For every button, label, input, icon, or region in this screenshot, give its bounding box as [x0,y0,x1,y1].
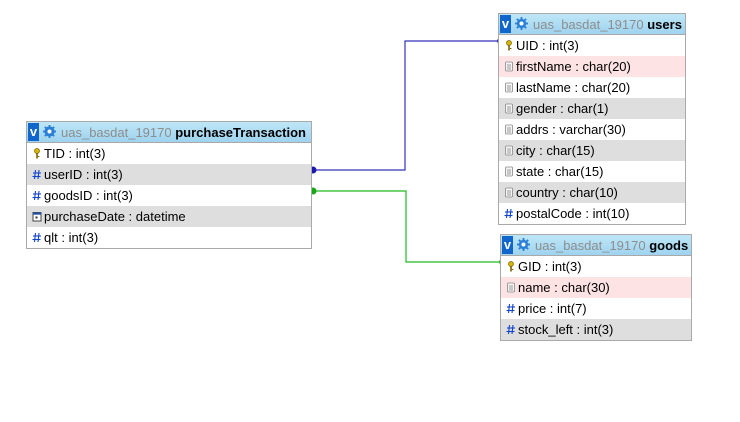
column-row: qlt : int(3) [27,227,311,248]
column-row: userID : int(3) [27,164,311,185]
table-goods[interactable]: v uas_basdat_19170 goods GID : int(3) na… [500,234,692,341]
gear-icon[interactable] [517,238,530,251]
column-label: GID : int(3) [518,259,582,274]
column-row: price : int(7) [501,298,691,319]
column-row: addrs : varchar(30) [499,119,685,140]
column-row: TID : int(3) [27,143,311,164]
collapse-toggle[interactable]: v [500,15,511,33]
column-row: name : char(30) [501,277,691,298]
gear-icon[interactable] [515,17,528,30]
column-row: UID : int(3) [499,35,685,56]
column-label: goodsID : int(3) [44,188,133,203]
column-label: purchaseDate : datetime [44,209,186,224]
text-icon [507,282,515,293]
table-users[interactable]: v uas_basdat_19170 users UID : int(3) fi… [498,13,686,225]
column-row: goodsID : int(3) [27,185,311,206]
hash-icon [32,232,41,243]
column-label: city : char(15) [516,143,595,158]
column-label: TID : int(3) [44,146,106,161]
table-header[interactable]: v uas_basdat_19170 goods [501,235,691,256]
column-label: UID : int(3) [516,38,579,53]
column-row: firstName : char(20) [499,56,685,77]
database-name: uas_basdat_19170 [535,238,646,253]
hash-icon [504,208,513,219]
text-icon [505,187,513,198]
column-row: stock_left : int(3) [501,319,691,340]
text-icon [505,166,513,177]
column-row: country : char(10) [499,182,685,203]
column-row: state : char(15) [499,161,685,182]
column-row: lastName : char(20) [499,77,685,98]
text-icon [505,103,513,114]
table-header[interactable]: v uas_basdat_19170 purchaseTransaction [27,122,311,143]
column-label: stock_left : int(3) [518,322,614,337]
collapse-toggle[interactable]: v [28,123,39,141]
column-label: name : char(30) [518,280,610,295]
hash-icon [32,190,41,201]
table-name: goods [649,238,689,253]
relation-line-goodsid-gid [309,187,504,265]
collapse-toggle[interactable]: v [502,236,513,254]
hash-icon [506,303,515,314]
database-name: uas_basdat_19170 [533,17,644,32]
column-label: country : char(10) [516,185,618,200]
column-row: city : char(15) [499,140,685,161]
column-label: lastName : char(20) [516,80,631,95]
column-row: GID : int(3) [501,256,691,277]
table-name: users [647,17,682,32]
text-icon [505,61,513,72]
table-purchase-transaction[interactable]: v uas_basdat_19170 purchaseTransaction T… [26,121,312,249]
relation-line-userid-uid [309,38,502,174]
column-label: state : char(15) [516,164,604,179]
column-row: gender : char(1) [499,98,685,119]
column-label: postalCode : int(10) [516,206,630,221]
table-header[interactable]: v uas_basdat_19170 users [499,14,685,35]
calendar-icon [32,212,42,222]
text-icon [505,82,513,93]
column-label: price : int(7) [518,301,587,316]
column-label: qlt : int(3) [44,230,99,245]
gear-icon[interactable] [43,125,56,138]
database-name: uas_basdat_19170 [61,125,172,140]
key-icon [506,40,512,51]
table-name: purchaseTransaction [175,125,307,140]
column-row: purchaseDate : datetime [27,206,311,227]
text-icon [505,124,513,135]
column-label: gender : char(1) [516,101,609,116]
hash-icon [506,324,515,335]
text-icon [505,145,513,156]
column-label: addrs : varchar(30) [516,122,626,137]
column-label: userID : int(3) [44,167,123,182]
key-icon [34,148,40,159]
key-icon [508,261,514,272]
column-label: firstName : char(20) [516,59,631,74]
hash-icon [32,169,41,180]
column-row: postalCode : int(10) [499,203,685,224]
